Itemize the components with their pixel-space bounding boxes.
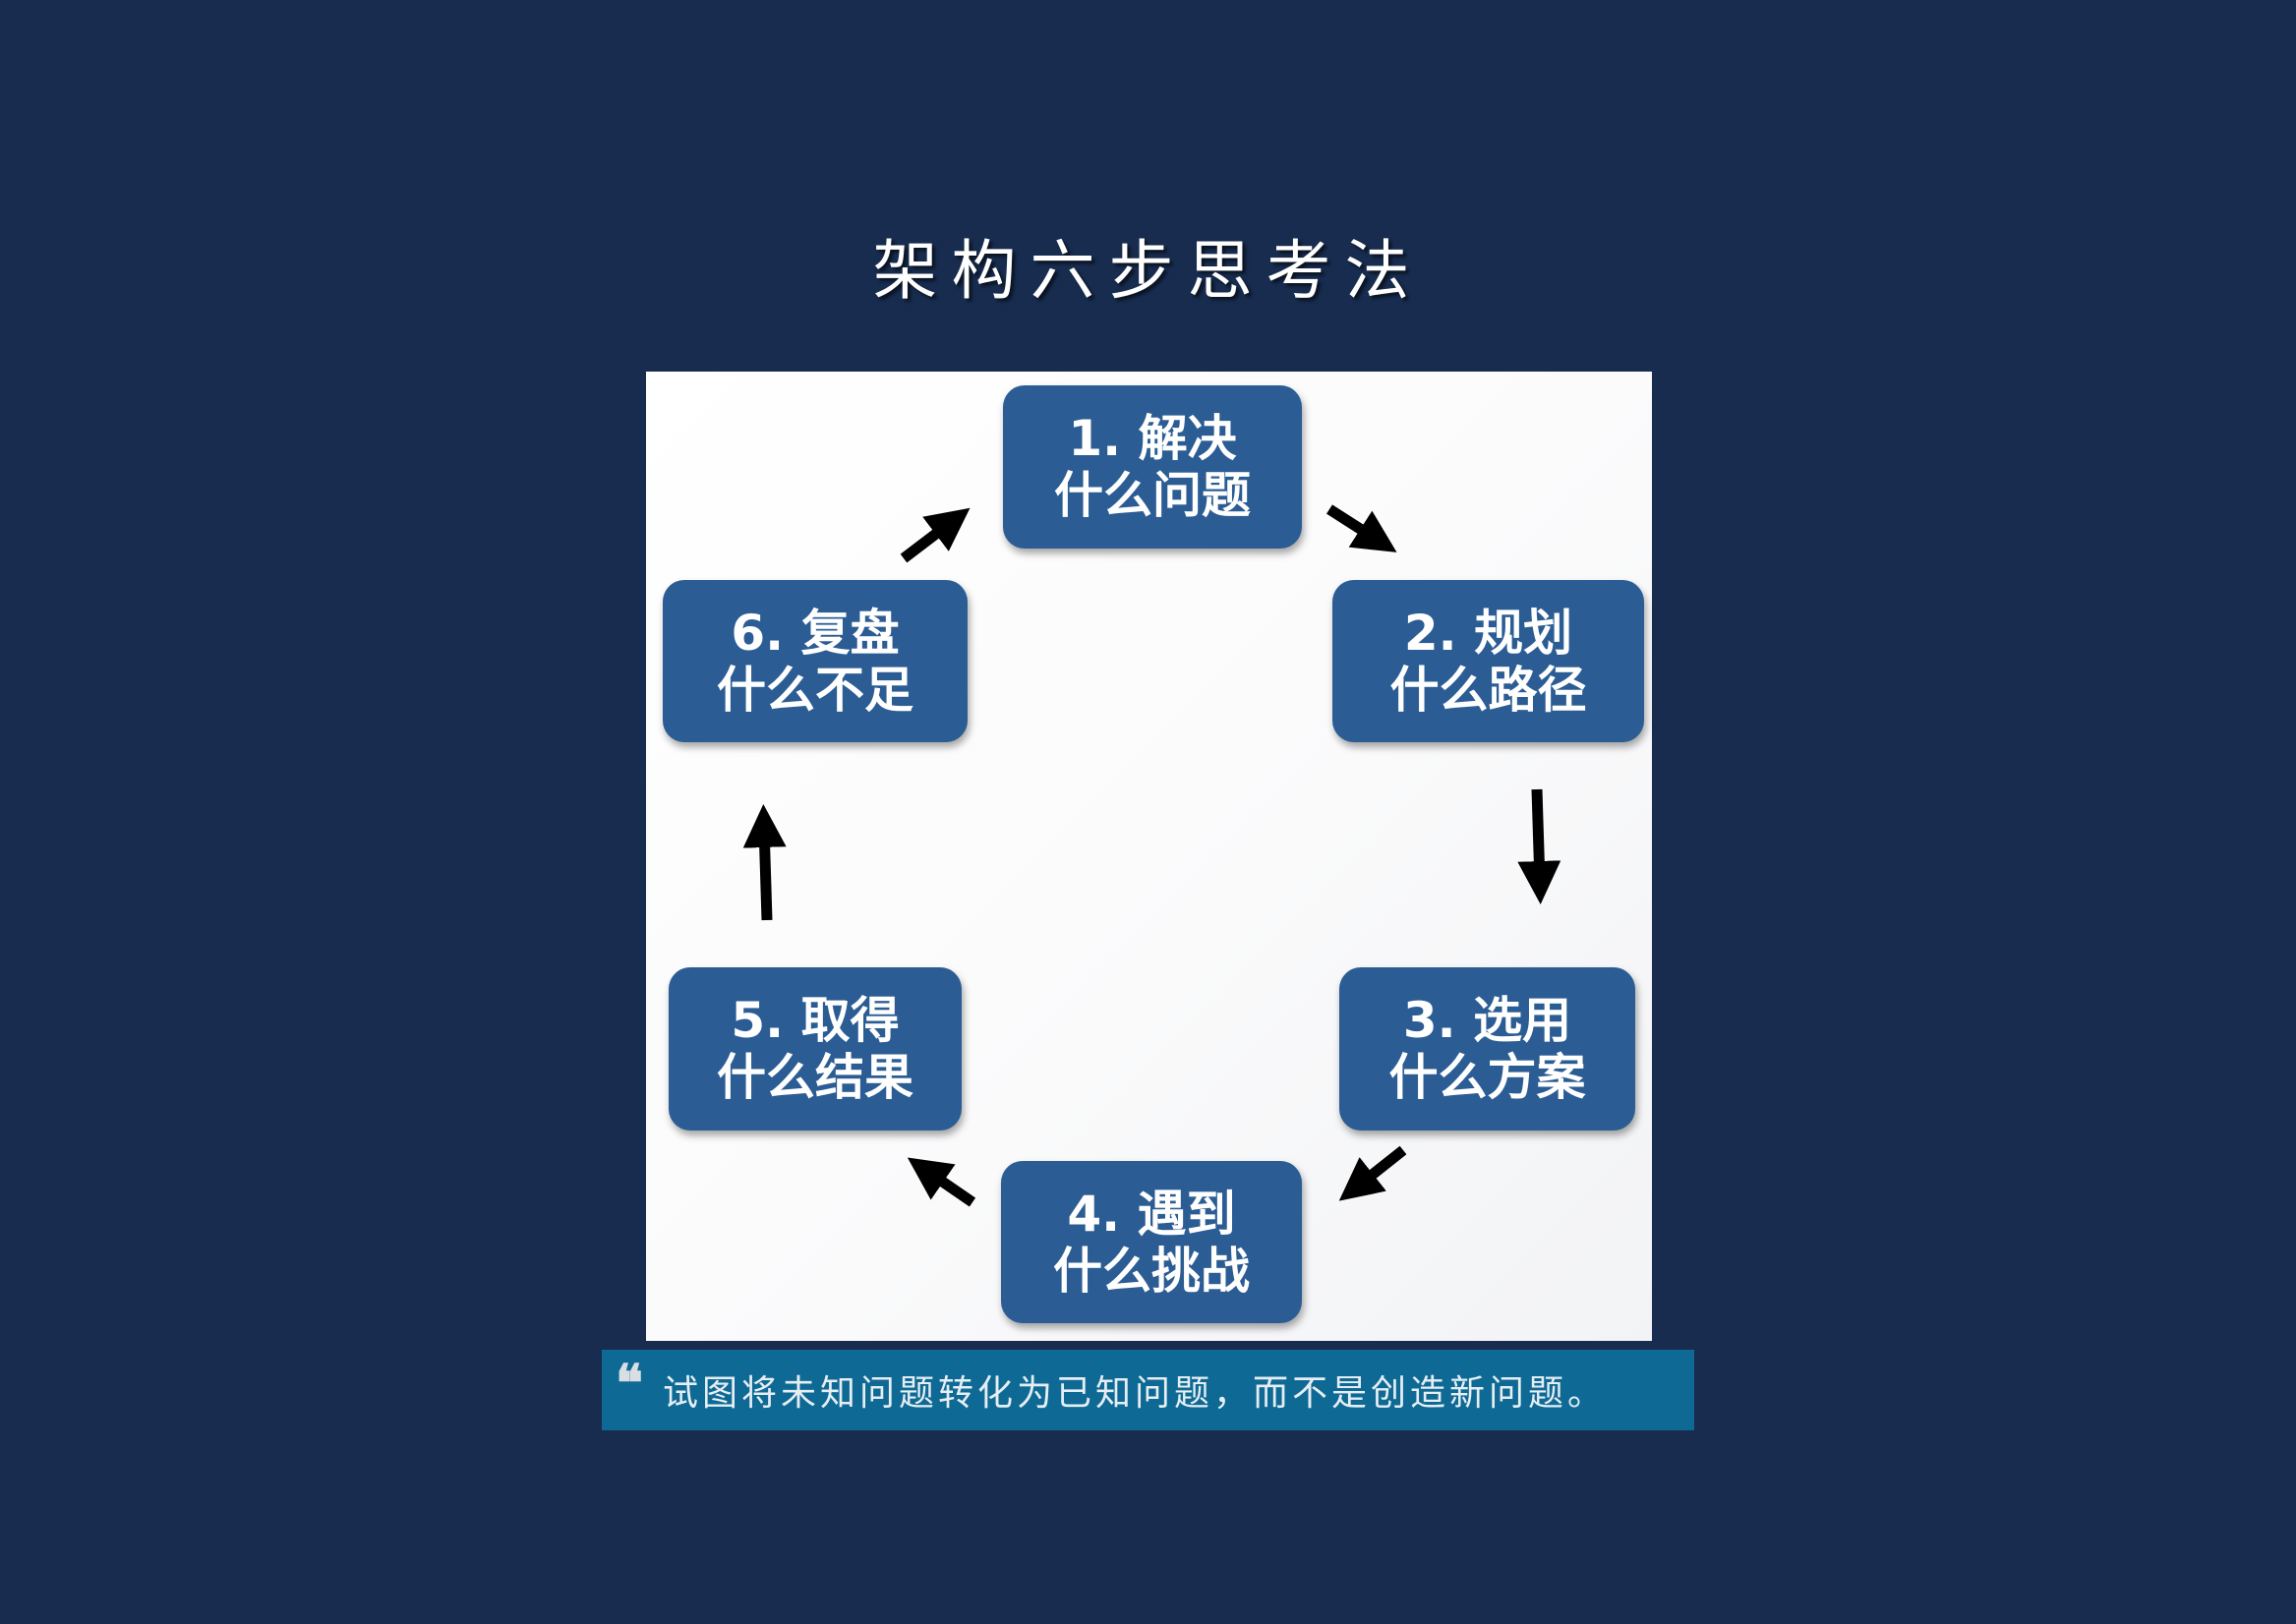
step-5-subtitle: 什么结果 bbox=[717, 1049, 913, 1106]
step-4-title: 4. 遇到 bbox=[1067, 1185, 1236, 1243]
quote-icon: ❝ bbox=[616, 1353, 647, 1414]
step-4-subtitle: 什么挑战 bbox=[1053, 1242, 1250, 1300]
step-3-box: 3. 选用 什么方案 bbox=[1339, 967, 1635, 1131]
step-5-box: 5. 取得 什么结果 bbox=[669, 967, 962, 1131]
step-1-subtitle: 什么问题 bbox=[1054, 467, 1251, 524]
step-2-title: 2. 规划 bbox=[1403, 604, 1573, 662]
step-2-subtitle: 什么路径 bbox=[1389, 661, 1587, 719]
arrow-1-to-2-icon bbox=[1326, 504, 1397, 552]
step-1-title: 1. 解决 bbox=[1068, 410, 1237, 467]
step-1-box: 1. 解决 什么问题 bbox=[1003, 385, 1302, 549]
step-4-box: 4. 遇到 什么挑战 bbox=[1001, 1161, 1302, 1323]
step-2-box: 2. 规划 什么路径 bbox=[1332, 580, 1644, 742]
step-6-subtitle: 什么不足 bbox=[717, 661, 913, 719]
quote-text: 试图将未知问题转化为已知问题，而不是创造新问题。 bbox=[662, 1373, 1607, 1414]
step-3-subtitle: 什么方案 bbox=[1388, 1049, 1586, 1106]
arrow-6-to-1-icon bbox=[900, 507, 971, 563]
arrow-5-to-6-icon bbox=[742, 804, 787, 921]
cycle-arrows bbox=[742, 504, 1561, 1207]
arrow-3-to-4-icon bbox=[1338, 1145, 1407, 1201]
step-6-title: 6. 复盘 bbox=[731, 604, 900, 662]
quote-bar: ❝ 试图将未知问题转化为已知问题，而不是创造新问题。 bbox=[602, 1350, 1694, 1430]
arrow-4-to-5-icon bbox=[907, 1157, 976, 1207]
page-title: 架构六步思考法 bbox=[872, 233, 1424, 309]
cycle-diagram: 1. 解决 什么问题 2. 规划 什么路径 3. 选用 什么方案 4. 遇到 什… bbox=[646, 372, 1652, 1341]
step-3-title: 3. 选用 bbox=[1402, 992, 1572, 1049]
step-6-box: 6. 复盘 什么不足 bbox=[663, 580, 968, 742]
arrow-2-to-3-icon bbox=[1517, 788, 1561, 904]
step-5-title: 5. 取得 bbox=[731, 992, 900, 1049]
